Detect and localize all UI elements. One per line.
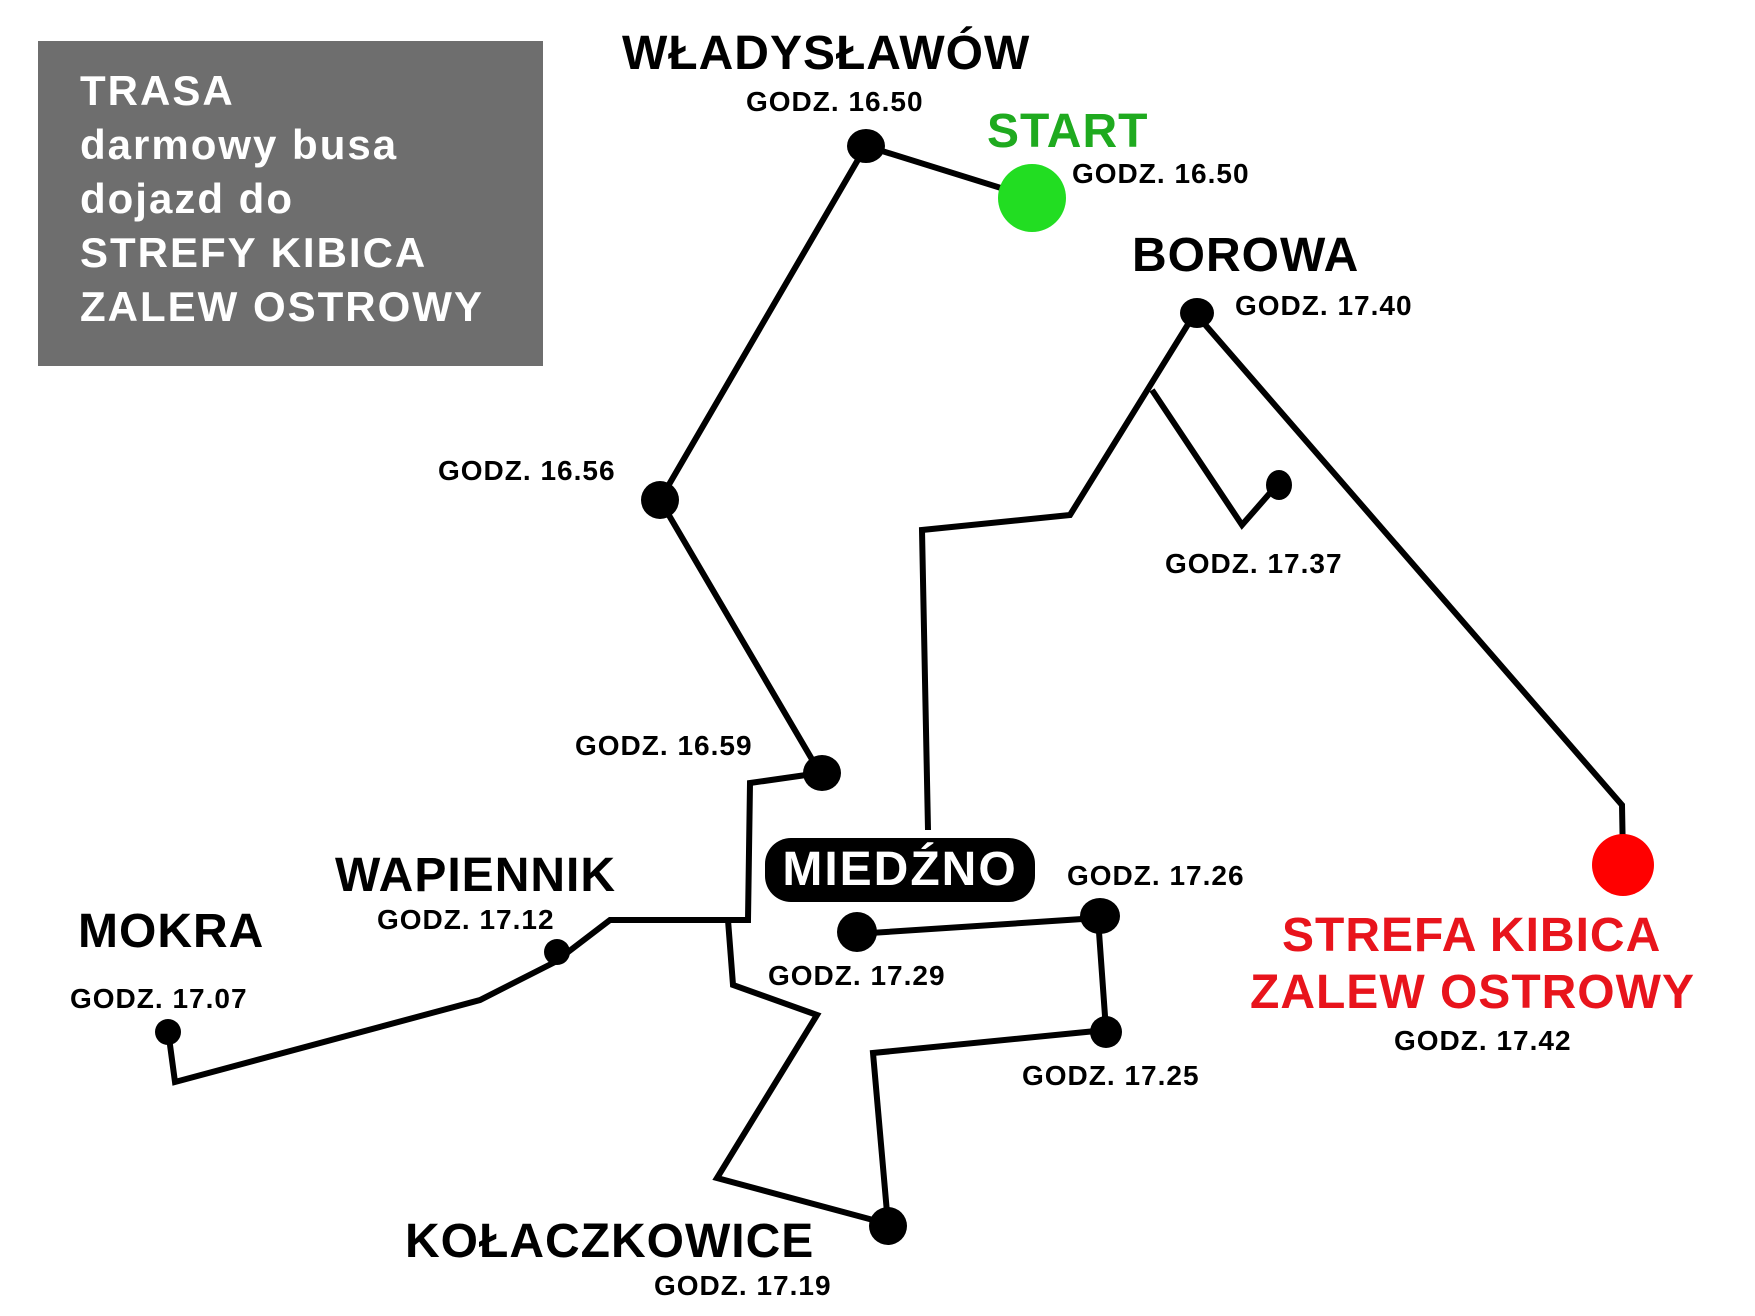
time-1659: GODZ. 16.59 xyxy=(575,730,753,761)
title-line-5: ZALEW OSTROWY xyxy=(80,283,484,330)
stop-miedzno xyxy=(837,912,877,952)
time-1656: GODZ. 16.56 xyxy=(438,455,616,486)
title-line-2: darmowy busa xyxy=(80,121,399,168)
route-start-to-miedzno xyxy=(165,142,1031,1086)
time-wladyslawow: GODZ. 16.50 xyxy=(746,86,924,117)
title-box xyxy=(38,41,543,366)
place-start: START xyxy=(987,105,1149,158)
time-strefa: GODZ. 17.42 xyxy=(1394,1025,1572,1056)
route-lines xyxy=(165,142,1626,1229)
time-miedzno: GODZ. 17.29 xyxy=(768,960,946,991)
time-1725: GODZ. 17.25 xyxy=(1022,1060,1200,1091)
place-strefa-line1: STREFA KIBICA xyxy=(1282,909,1662,962)
stop-1659 xyxy=(803,755,841,791)
place-borowa: BOROWA xyxy=(1132,229,1360,282)
place-wapiennik: WAPIENNIK xyxy=(335,849,617,902)
place-kolaczkowice: KOŁACZKOWICE xyxy=(405,1215,815,1268)
time-mokra: GODZ. 17.07 xyxy=(70,983,248,1014)
place-miedzno: MIEDŹNO xyxy=(782,843,1018,896)
time-1726: GODZ. 17.26 xyxy=(1067,860,1245,891)
stop-mokra xyxy=(155,1019,181,1045)
end-marker xyxy=(1592,834,1654,896)
stop-borowa xyxy=(1180,298,1214,328)
time-wapiennik: GODZ. 17.12 xyxy=(377,904,555,935)
time-borowa: GODZ. 17.40 xyxy=(1235,290,1413,321)
place-strefa-line2: ZALEW OSTROWY xyxy=(1250,966,1695,1019)
stop-1726 xyxy=(1080,898,1120,934)
stop-wladyslawow xyxy=(847,129,885,163)
stop-wapiennik xyxy=(544,939,570,965)
time-start: GODZ. 16.50 xyxy=(1072,158,1250,189)
route-branch-1737 xyxy=(1149,388,1280,530)
stops xyxy=(155,129,1654,1245)
time-1737: GODZ. 17.37 xyxy=(1165,548,1343,579)
title-line-1: TRASA xyxy=(80,67,235,114)
stop-1656 xyxy=(641,481,679,519)
stop-kolaczkowice xyxy=(869,1207,907,1245)
place-mokra: MOKRA xyxy=(78,905,265,958)
route-loop-kolaczkowice xyxy=(712,914,1110,1229)
route-miedzno-to-borowa xyxy=(918,311,1198,831)
title-line-3: dojazd do xyxy=(80,175,294,222)
miedzno-badge: MIEDŹNO xyxy=(765,838,1035,902)
stop-1737 xyxy=(1266,470,1292,500)
start-marker xyxy=(998,164,1066,232)
place-wladyslawow: WŁADYSŁAWÓW xyxy=(622,27,1031,80)
title-line-4: STREFY KIBICA xyxy=(80,229,428,276)
time-kolaczkowice: GODZ. 17.19 xyxy=(654,1270,832,1301)
route-borowa-to-strefa xyxy=(1192,311,1626,861)
stop-1725 xyxy=(1090,1016,1122,1048)
